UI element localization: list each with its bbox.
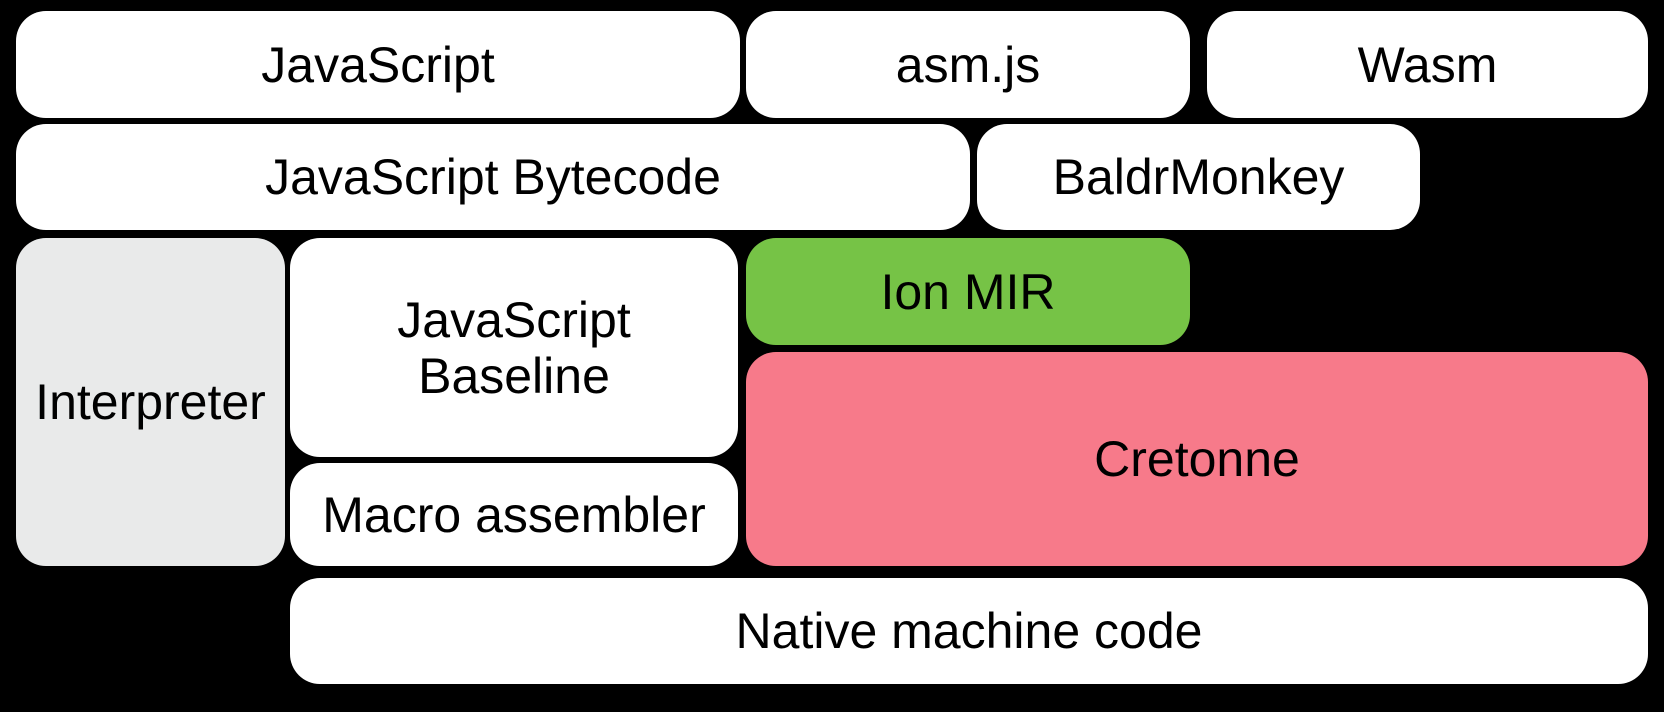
- box-wasm: Wasm: [1207, 11, 1648, 118]
- box-javascript-baseline: JavaScript Baseline: [290, 238, 738, 457]
- box-wasm-label: Wasm: [1357, 36, 1498, 93]
- box-javascript: JavaScript: [16, 11, 740, 118]
- box-native-machine-code: Native machine code: [290, 578, 1648, 684]
- box-cretonne-label: Cretonne: [1094, 431, 1300, 487]
- box-native-machine-code-label: Native machine code: [735, 603, 1203, 659]
- box-ion-mir-label: Ion MIR: [880, 263, 1056, 320]
- box-javascript-bytecode: JavaScript Bytecode: [16, 124, 970, 230]
- box-macro-assembler-label: Macro assembler: [322, 486, 706, 543]
- box-javascript-label: JavaScript: [261, 36, 495, 93]
- box-cretonne: Cretonne: [746, 352, 1648, 566]
- box-javascript-baseline-label: JavaScript Baseline: [397, 291, 631, 404]
- box-macro-assembler: Macro assembler: [290, 463, 738, 566]
- box-asmjs-label: asm.js: [895, 36, 1041, 93]
- box-baldrmonkey: BaldrMonkey: [977, 124, 1420, 230]
- box-interpreter-label: Interpreter: [35, 374, 266, 430]
- box-baldrmonkey-label: BaldrMonkey: [1052, 149, 1345, 205]
- box-interpreter: Interpreter: [16, 238, 285, 566]
- box-javascript-bytecode-label: JavaScript Bytecode: [265, 149, 721, 205]
- box-asmjs: asm.js: [746, 11, 1190, 118]
- box-ion-mir: Ion MIR: [746, 238, 1190, 345]
